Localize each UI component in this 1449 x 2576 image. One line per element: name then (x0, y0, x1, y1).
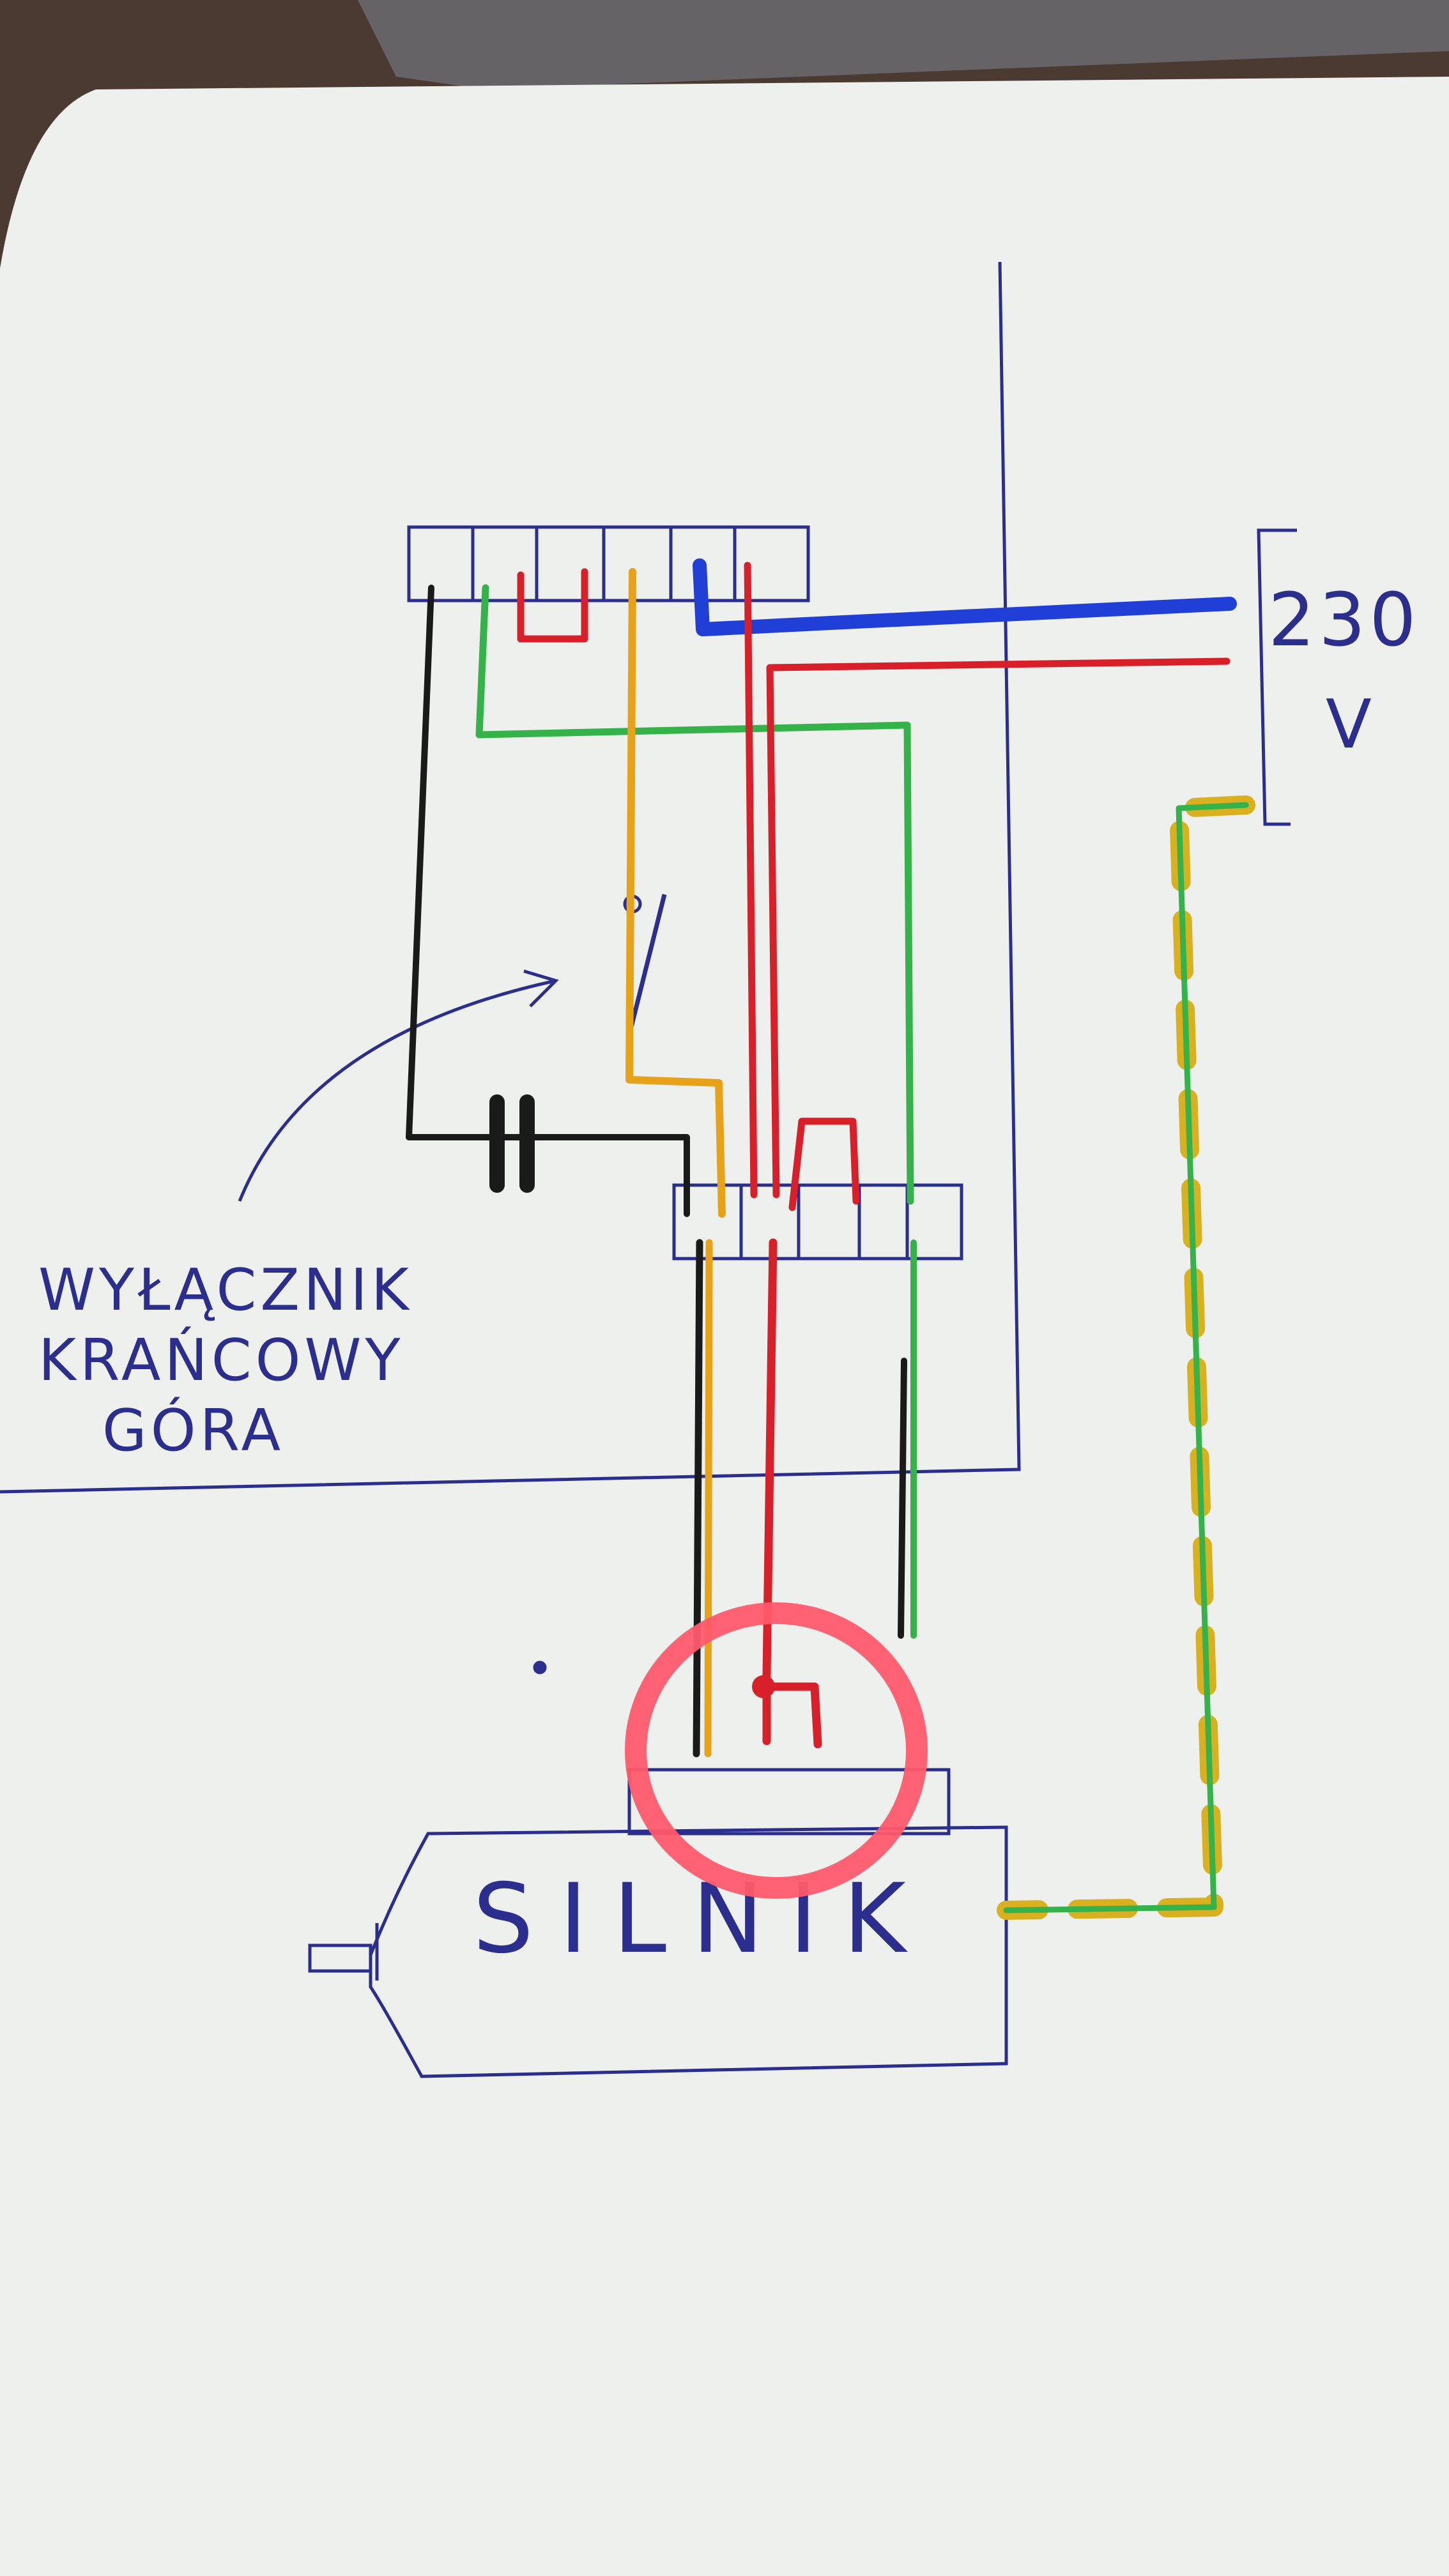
limit-switch-label-line2: KRAŃCOWY (38, 1326, 404, 1394)
supply-unit-label: V (1326, 686, 1376, 763)
motor-terminal-box (627, 1768, 951, 1836)
blue-supply-wire (693, 558, 1237, 636)
yellow-wire-to-motor (704, 1239, 713, 1758)
motor-body (369, 1825, 1008, 2078)
red-wire-to-motor (762, 1238, 778, 1745)
paper-sheet (0, 77, 1449, 2576)
lower-terminal-block (672, 1183, 963, 1261)
limit-switch-lever (627, 894, 667, 1036)
red-supply-wire-1 (744, 562, 758, 1199)
green-wire-protective (475, 584, 914, 1205)
highlight-circle (625, 1602, 928, 1899)
black-wire-capacitor-loop (406, 585, 690, 1217)
top-terminal-block (407, 525, 810, 602)
red-motor-jumper (759, 1682, 822, 1749)
red-supply-wire-2 (766, 657, 1230, 1199)
pointer-arrow (238, 979, 556, 1202)
supply-voltage-label: 230 (1268, 578, 1420, 663)
yellow-wire-switch (625, 568, 726, 1218)
supply-bracket (1257, 528, 1297, 826)
plastic-sleeve (358, 0, 1449, 89)
black-wire-to-motor (693, 1239, 703, 1758)
red-jumper-lower (788, 1117, 860, 1211)
limit-switch-label-line3: GÓRA (102, 1396, 284, 1464)
limit-switch-label-line1: WYŁĄCZNIK (38, 1257, 413, 1324)
motor-label: SILNIK (473, 1864, 931, 1975)
black-wire-to-motor-right (898, 1358, 907, 1639)
motor-shaft (308, 1943, 372, 1973)
earth-wire-green (1003, 802, 1249, 1913)
red-jumper-top (517, 568, 588, 643)
